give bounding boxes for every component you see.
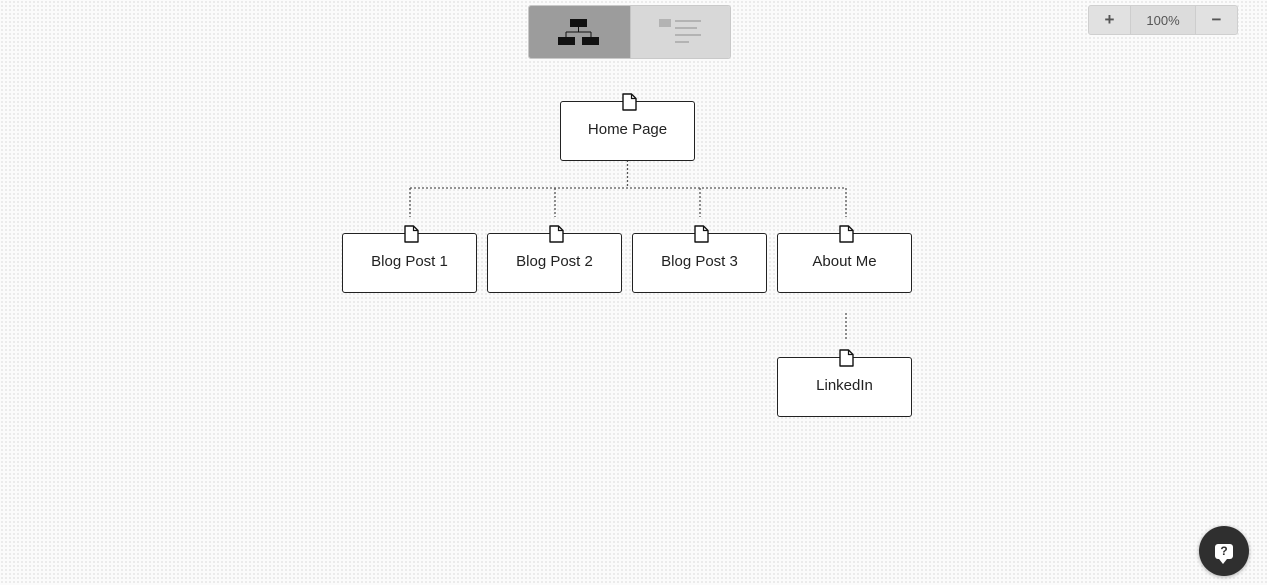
list-view-button[interactable] xyxy=(629,6,730,58)
document-icon xyxy=(694,225,709,243)
document-icon xyxy=(839,349,854,367)
help-chat-icon: ? xyxy=(1215,543,1233,564)
sitemap-node-linkedin[interactable]: LinkedIn xyxy=(777,349,912,417)
sitemap-node-blog-post-3[interactable]: Blog Post 3 xyxy=(632,225,767,293)
document-icon xyxy=(404,225,419,243)
node-label: Blog Post 3 xyxy=(661,252,738,270)
zoom-controls: + 100% − xyxy=(1088,5,1238,35)
node-label: Blog Post 1 xyxy=(371,252,448,270)
sitemap-tree-icon xyxy=(558,19,600,45)
node-label: About Me xyxy=(812,252,877,270)
sitemap-node-home-page[interactable]: Home Page xyxy=(560,93,695,161)
node-label: Home Page xyxy=(587,120,668,138)
zoom-out-button[interactable]: − xyxy=(1211,10,1222,29)
zoom-level: 100% xyxy=(1130,6,1196,34)
view-toggle xyxy=(528,5,731,59)
document-icon xyxy=(839,225,854,243)
tree-view-button[interactable] xyxy=(529,6,630,58)
document-icon xyxy=(549,225,564,243)
zoom-in-button[interactable]: + xyxy=(1104,10,1115,29)
sitemap-node-blog-post-1[interactable]: Blog Post 1 xyxy=(342,225,477,293)
node-label: LinkedIn xyxy=(816,376,873,394)
help-glyph: ? xyxy=(1220,544,1228,558)
outline-list-icon xyxy=(659,19,702,43)
sitemap-node-blog-post-2[interactable]: Blog Post 2 xyxy=(487,225,622,293)
node-label: Blog Post 2 xyxy=(516,252,593,270)
help-button[interactable]: ? xyxy=(1199,526,1249,576)
document-icon xyxy=(622,93,637,111)
sitemap-node-about-me[interactable]: About Me xyxy=(777,225,912,293)
